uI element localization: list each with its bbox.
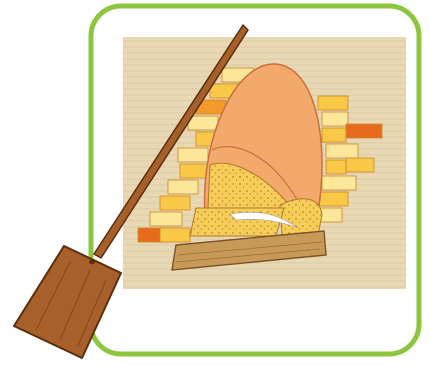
brick [322, 128, 346, 142]
brick [318, 96, 348, 110]
brick [168, 180, 198, 194]
peel-hole [89, 260, 95, 264]
brick [188, 116, 218, 130]
brick [322, 176, 356, 190]
brick [322, 112, 348, 126]
brick [178, 148, 208, 162]
brick [160, 196, 190, 210]
brick [318, 192, 348, 206]
insulation-bottom-texture [190, 208, 284, 236]
brick [326, 160, 346, 174]
brick [160, 228, 190, 242]
insulation-right-texture [280, 199, 322, 235]
brick [326, 144, 358, 158]
brick [346, 124, 382, 138]
brick [346, 158, 374, 172]
brick [150, 212, 182, 226]
